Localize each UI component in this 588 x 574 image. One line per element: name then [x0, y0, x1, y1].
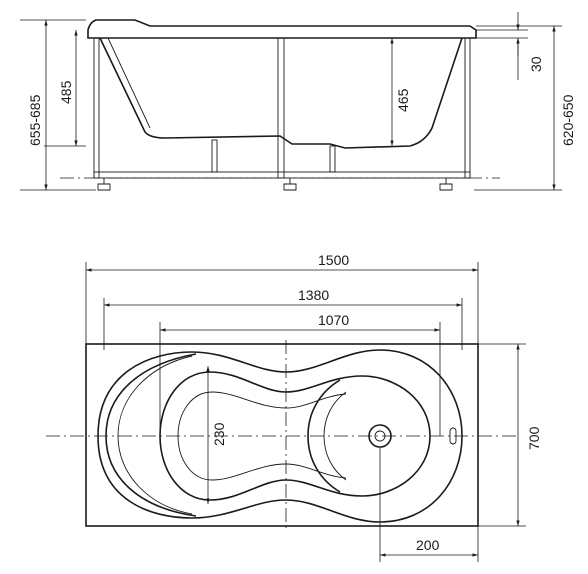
dim-overall-length: 1500 — [85, 252, 479, 344]
dim-rim-height: 485 — [44, 30, 86, 147]
frame-post-right — [464, 37, 471, 179]
dim-drain-offset: 200 — [379, 448, 479, 562]
dim-bottom-width: 230 — [206, 366, 227, 504]
dim-rim-thickness: 30 — [476, 12, 544, 80]
seat — [307, 379, 341, 493]
side-view: 655-685 485 465 30 620-650 — [20, 12, 576, 191]
drain-icon — [368, 424, 392, 448]
tub-rim — [87, 19, 477, 39]
dim-overall-width-label: 700 — [526, 426, 542, 450]
dim-inner-length-label: 1380 — [298, 287, 329, 303]
dim-overall-width: 700 — [478, 343, 542, 527]
top-view: 1500 1380 1070 230 700 — [46, 252, 542, 562]
frame-post-center — [277, 37, 285, 179]
frame-rail — [93, 171, 471, 179]
dim-bottom-length: 1070 — [159, 312, 441, 436]
tub-shell — [99, 37, 463, 149]
dim-overall-length-label: 1500 — [318, 252, 349, 268]
dim-bottom-length-label: 1070 — [318, 312, 349, 328]
dim-drain-offset-label: 200 — [416, 537, 440, 553]
dim-frame-height: 620-650 — [474, 25, 576, 191]
tub-outline — [85, 343, 479, 527]
dim-total-height-label: 655-685 — [27, 94, 43, 146]
dim-total-height: 655-685 — [20, 19, 96, 191]
headrest — [105, 353, 197, 517]
dim-rim-thickness-label: 30 — [528, 56, 544, 72]
dim-inner-depth: 465 — [390, 38, 411, 146]
frame-legs — [97, 139, 453, 191]
dim-inner-depth-label: 465 — [395, 88, 411, 112]
frame-post-left — [93, 37, 100, 179]
dim-rim-height-label: 485 — [58, 80, 74, 104]
dim-bottom-width-label: 230 — [211, 422, 227, 446]
dim-inner-length: 1380 — [103, 287, 463, 350]
dim-frame-height-label: 620-650 — [560, 94, 576, 146]
basin-floor — [159, 371, 431, 501]
overflow-icon — [449, 427, 457, 445]
